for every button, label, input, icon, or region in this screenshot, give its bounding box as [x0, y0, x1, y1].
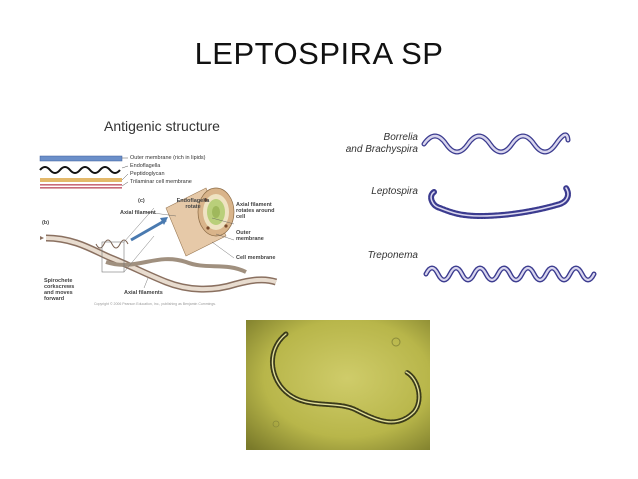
label-leptospira: Leptospira: [371, 186, 418, 197]
spirochete-shapes-figure: Borrelia and Brachyspira Leptospira Trep…: [320, 122, 600, 292]
legend-outer-membrane: Outer membrane (rich in lipids): [130, 155, 206, 161]
legend-peptidoglycan: Peptidoglycan: [130, 171, 165, 177]
antigenic-structure-figure: Antigenic structure: [36, 112, 306, 312]
leptospira-micrograph: [246, 320, 430, 450]
label-borrelia: Borrelia and Brachyspira: [345, 132, 418, 155]
label-treponema: Treponema: [367, 250, 418, 261]
legend-endoflagella: Endoflagella: [130, 163, 161, 169]
treponema-shape: [423, 265, 597, 283]
label-axial-filament: Axial filament: [120, 210, 156, 216]
legend-cell-membrane: Trilaminar cell membrane: [130, 179, 192, 185]
label-cell-membrane: Cell membrane: [236, 255, 276, 261]
label-endoflagella-rotate: Endoflagella rotate: [176, 198, 210, 210]
slide-title: LEPTOSPIRA SP: [194, 36, 444, 71]
membrane-layers-illustration: [39, 155, 278, 293]
label-axial-filaments: Axial filaments: [124, 290, 163, 296]
label-outer-membrane: Outer membrane: [236, 230, 264, 242]
label-axial-filament-rotates: Axial filament rotates around cell: [236, 202, 275, 220]
borrelia-shape: [421, 132, 571, 155]
figure-heading: Antigenic structure: [104, 118, 220, 134]
panel-b-letter: (b): [42, 220, 50, 226]
leptospira-shape: [428, 185, 571, 220]
panel-c-letter: (c): [138, 198, 145, 204]
spirochete-body: [40, 207, 278, 293]
figure-copyright: Copyright © 2006 Pearson Education, Inc.…: [94, 302, 217, 306]
label-spirochete-moves: Spirochete corkscrews and moves forward: [44, 278, 75, 302]
